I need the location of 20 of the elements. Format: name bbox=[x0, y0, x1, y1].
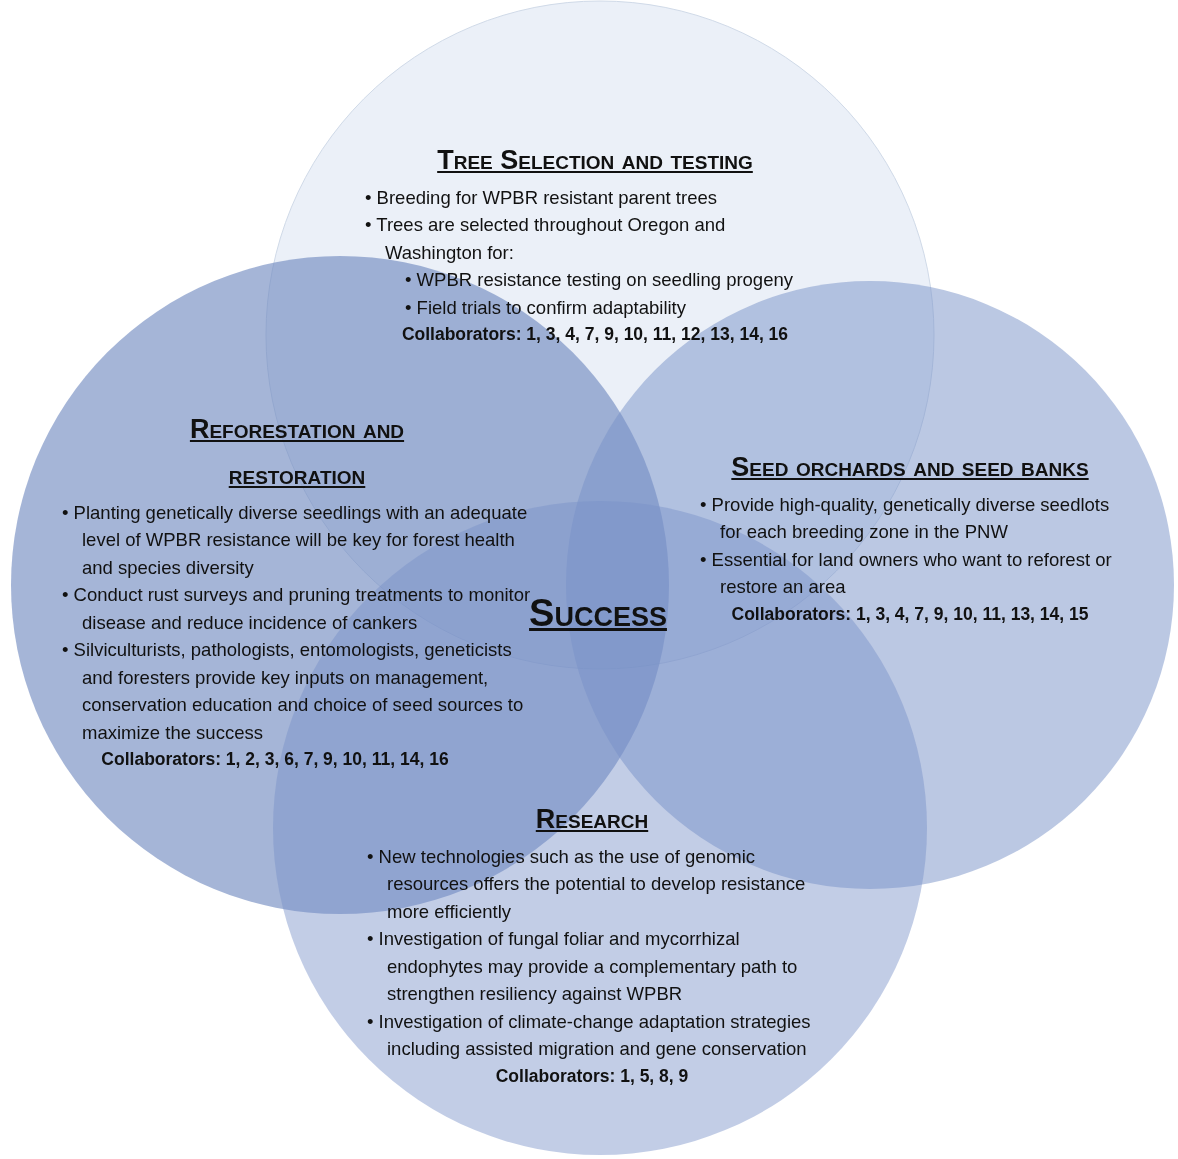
bullet-text: • Breeding for WPBR resistant parent trees bbox=[365, 185, 718, 210]
bullet-text: • WPBR resistance testing on seedling progeny bbox=[405, 268, 794, 293]
bullet-text: • Trees are selected throughout Oregon and Washington for: bbox=[365, 213, 727, 265]
circle-heading: Seed orchards and seed banks bbox=[730, 451, 1090, 484]
bullet-text: • Conduct rust surveys and pruning treatments to monitor disease and reduce incidence of cankers bbox=[62, 583, 531, 635]
collaborators-text: Collaborators: 1, 3, 4, 7, 9, 10, 11, 12, 13, 14, 16 bbox=[400, 323, 790, 347]
bullet-text: • Silviculturists, pathologists, entomologists, geneticists and foresters provide key inputs on management, conservation education and choice of seed sources to maximize the success bbox=[62, 638, 525, 745]
bullet-text: • Essential for land owners who want to reforest or restore an area bbox=[700, 547, 1113, 600]
bullet-text: • Field trials to confirm adaptability bbox=[405, 295, 687, 320]
bullet-text: • Provide high-quality, genetically diverse seedlots for each breeding zone in the PNW bbox=[700, 492, 1111, 545]
bullet-text: • Investigation of fungal foliar and mycorrhizal endophytes may provide a complementary path to strengthen resiliency against WPBR bbox=[367, 927, 799, 1007]
bullet-text: • New technologies such as the use of genomic resources offers the potential to develop resistance more efficiently bbox=[367, 844, 807, 924]
collaborators-text: Collaborators: 1, 2, 3, 6, 7, 9, 10, 11, 14, 16 bbox=[100, 748, 450, 772]
circle-heading: Research bbox=[534, 803, 650, 836]
circle-heading: Reforestation and restoration bbox=[188, 413, 406, 492]
circle-heading: Tree Selection and testing bbox=[436, 144, 754, 177]
bullet-text: • Investigation of climate-change adaptation strategies including assisted migration and gene conservation bbox=[367, 1009, 812, 1062]
collaborators-text: Collaborators: 1, 5, 8, 9 bbox=[494, 1064, 690, 1088]
collaborators-text: Collaborators: 1, 3, 4, 7, 9, 10, 11, 13, 14, 15 bbox=[730, 602, 1090, 626]
bullet-text: • Planting genetically diverse seedlings with an adequate level of WPBR resistance will be key for forest health and species diversity bbox=[62, 500, 529, 580]
